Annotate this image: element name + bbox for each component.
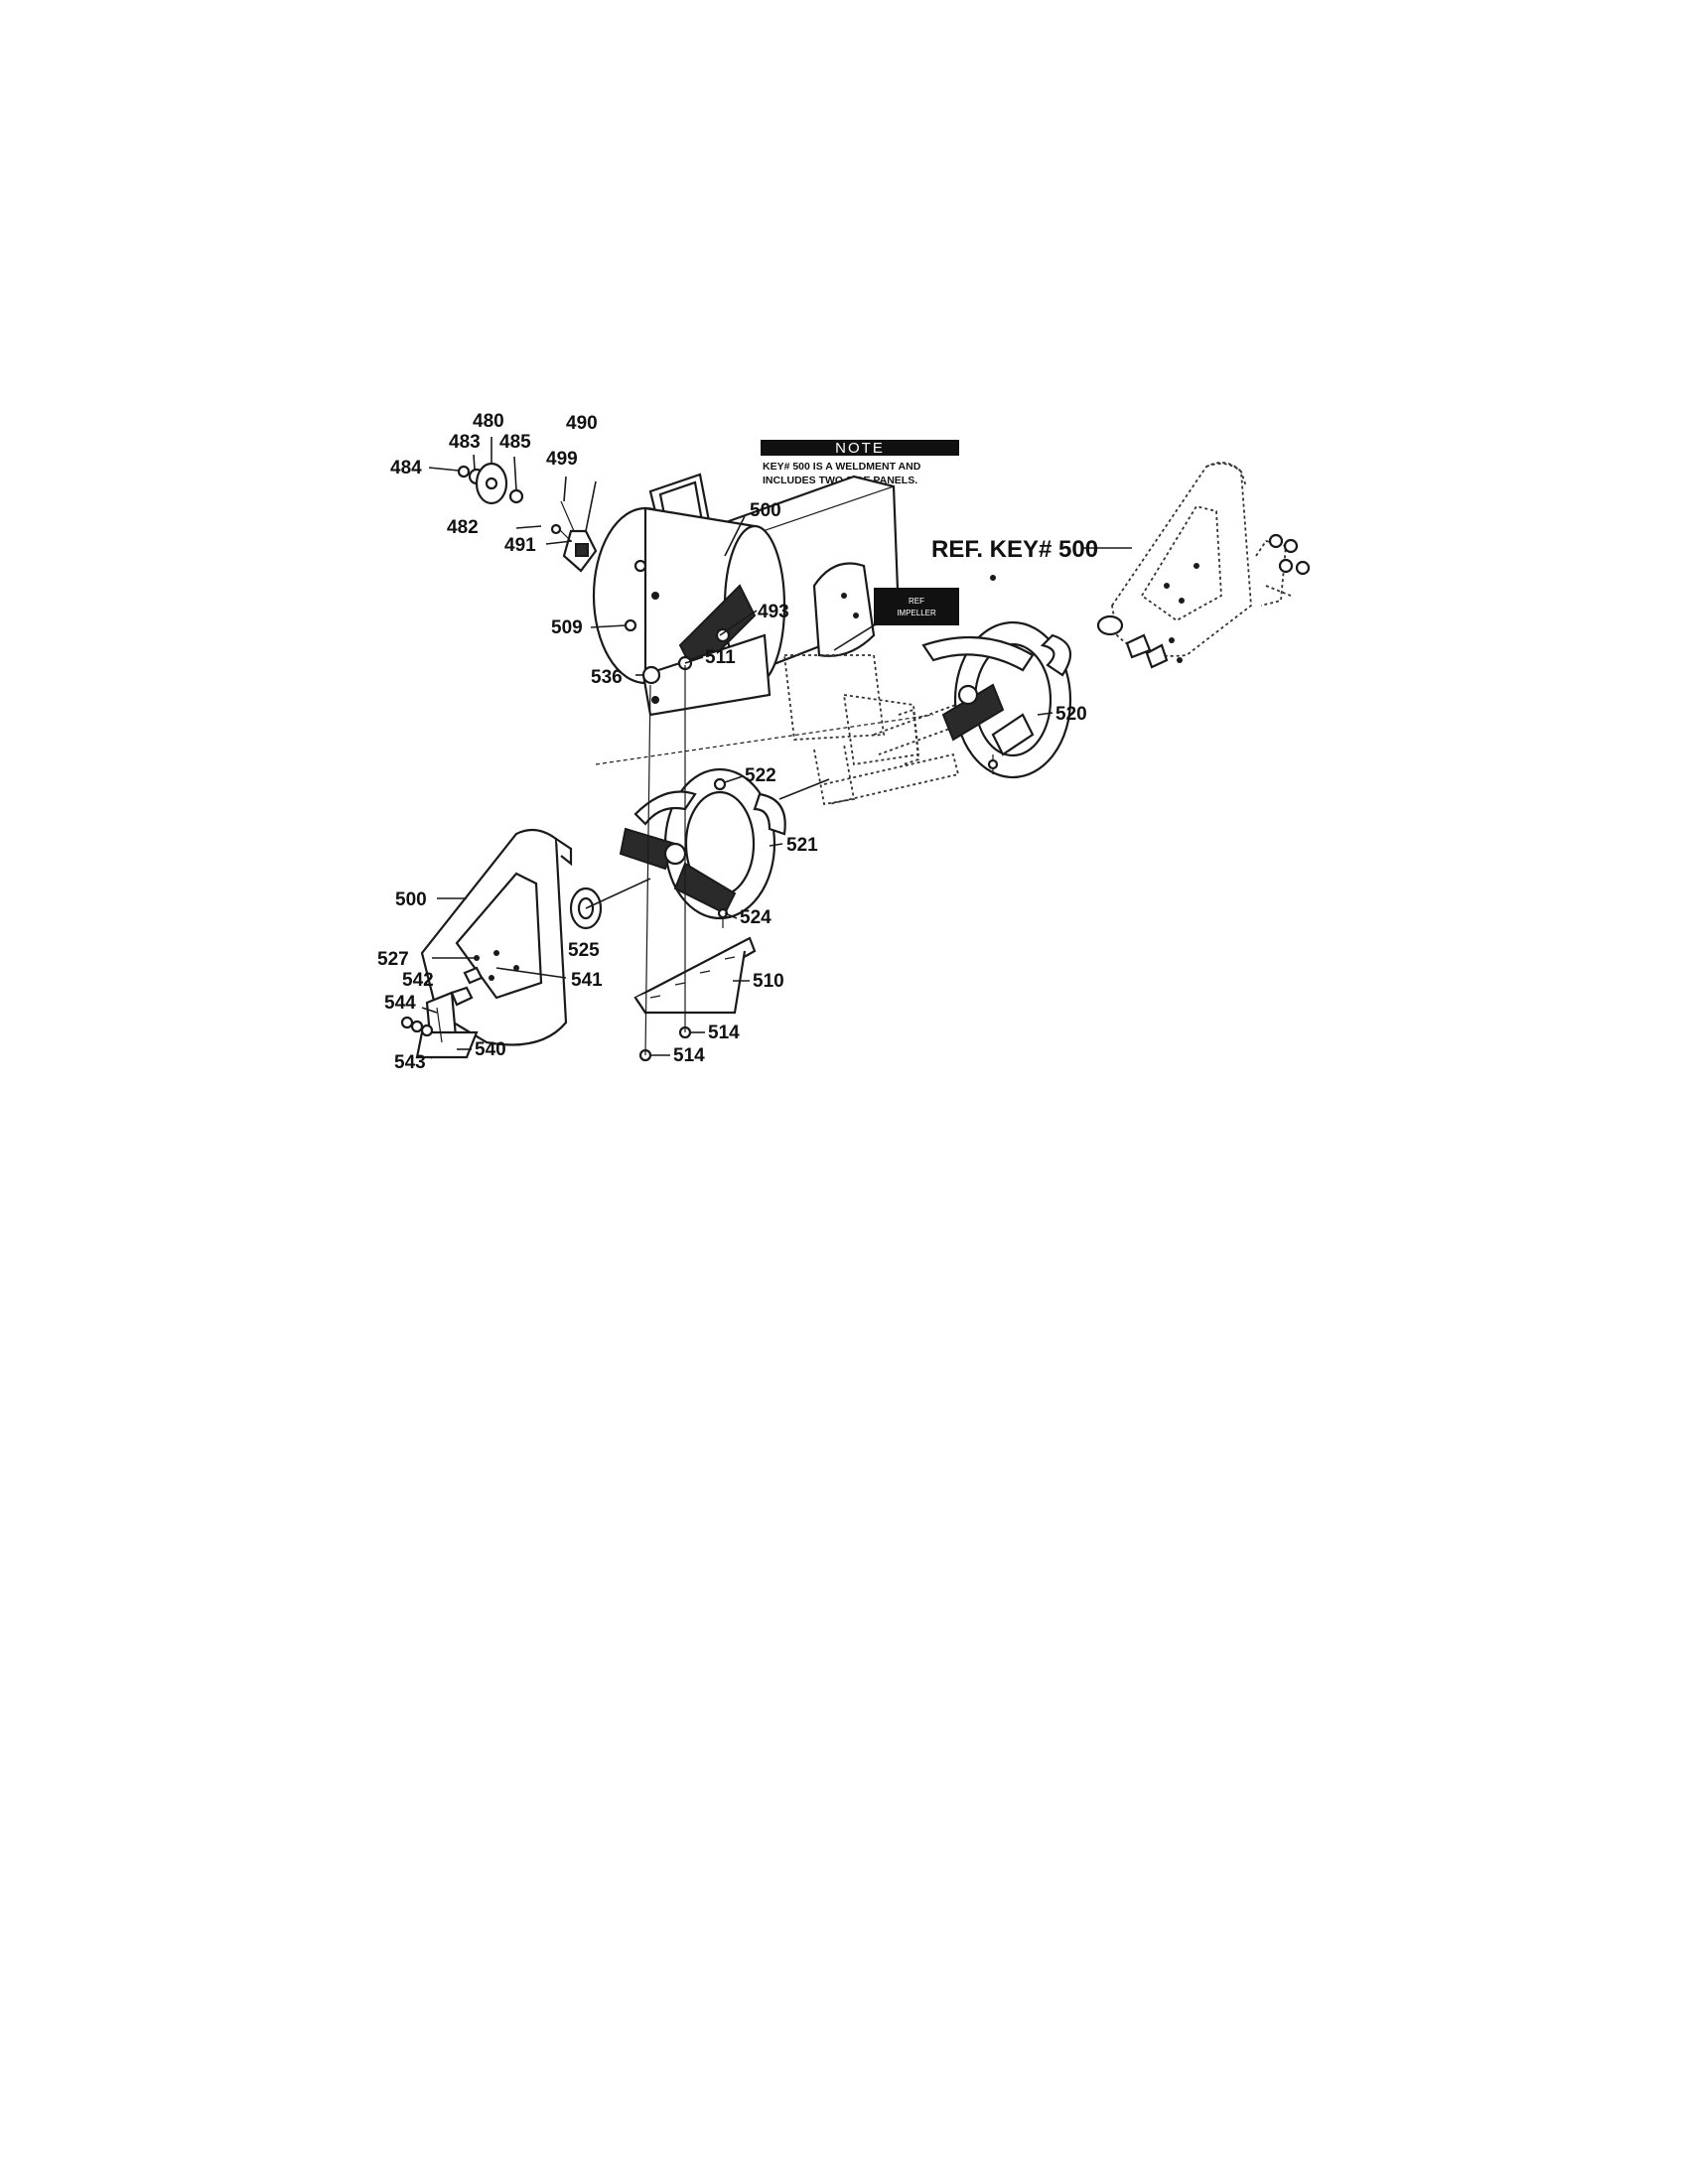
callout-482: 482 <box>447 517 479 538</box>
callout-522: 522 <box>745 765 776 786</box>
svg-text:IMPELLER: IMPELLER <box>897 609 936 617</box>
callout-514-a: 514 <box>708 1023 740 1043</box>
ref-key-label: REF. KEY# 500 <box>931 536 1098 563</box>
note-line-1: KEY# 500 IS A WELDMENT AND <box>763 461 921 473</box>
note-heading: NOTE <box>835 440 885 457</box>
callout-521: 521 <box>786 835 818 856</box>
callout-499: 499 <box>546 449 578 470</box>
scraper-bar <box>633 936 757 1062</box>
callout-491: 491 <box>504 535 536 556</box>
side-panel-left <box>400 828 651 1059</box>
callout-500-left: 500 <box>395 889 427 910</box>
callout-541: 541 <box>571 970 603 991</box>
callout-543: 543 <box>394 1052 426 1073</box>
callout-509: 509 <box>551 617 583 638</box>
callout-485: 485 <box>499 432 531 453</box>
auger-left <box>619 767 830 920</box>
callout-483: 483 <box>449 432 481 453</box>
auger-housing <box>592 473 901 717</box>
callout-524: 524 <box>740 907 772 928</box>
callout-544: 544 <box>384 993 416 1014</box>
callout-514-b: 514 <box>673 1045 705 1066</box>
auger-right <box>921 575 1072 779</box>
callout-493: 493 <box>758 602 789 622</box>
callout-484: 484 <box>390 458 422 478</box>
callout-labels: 480 483 485 484 490 499 482 491 500 493 … <box>377 411 1098 1073</box>
callout-520: 520 <box>1055 704 1087 725</box>
callout-542: 542 <box>402 970 434 991</box>
callout-511: 511 <box>705 647 736 668</box>
callout-536: 536 <box>591 667 623 688</box>
callout-540: 540 <box>475 1039 506 1060</box>
callout-510: 510 <box>753 971 784 992</box>
callout-525: 525 <box>568 940 600 961</box>
svg-text:REF: REF <box>909 597 924 606</box>
callout-527: 527 <box>377 949 409 970</box>
side-panel-right-ref <box>1082 462 1311 669</box>
ref-box: REF IMPELLER <box>833 588 959 651</box>
callout-500-top: 500 <box>750 500 781 521</box>
callout-leaders <box>421 437 1053 1056</box>
callout-480: 480 <box>473 411 504 432</box>
callout-490: 490 <box>566 413 598 434</box>
